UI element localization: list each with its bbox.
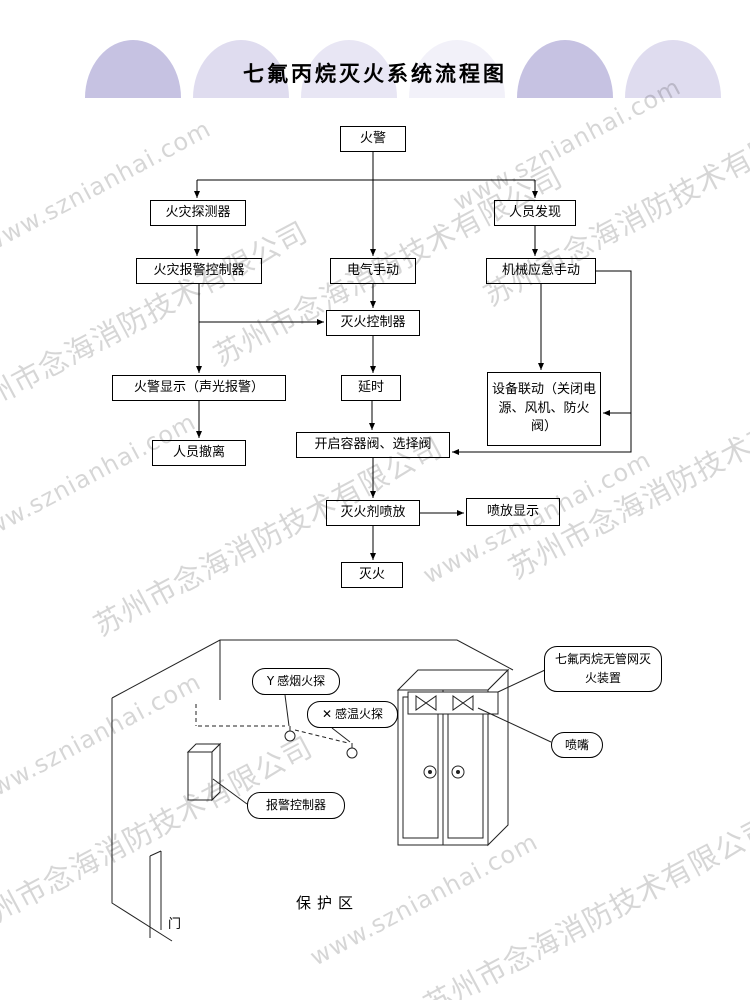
flow-box-open-valves: 开启容器阀、选择阀 bbox=[296, 432, 450, 458]
heat-detector-callout: ✕ 感温火探 bbox=[307, 701, 398, 728]
alarm-controller-callout-label: 报警控制器 bbox=[265, 798, 326, 813]
protected-area-label: 保护区 bbox=[296, 894, 360, 912]
flow-box-electrical-manual: 电气手动 bbox=[330, 258, 416, 284]
nozzle-callout: 喷嘴 bbox=[551, 732, 603, 758]
flow-box-fire-detector: 火灾探测器 bbox=[150, 200, 246, 226]
flow-box-fire-alarm-controller: 火灾报警控制器 bbox=[136, 258, 262, 284]
smoke-detector bbox=[284, 726, 296, 742]
callout-pointer-lines bbox=[212, 669, 552, 805]
heat-detector-icon: ✕ bbox=[321, 707, 333, 722]
nozzle-symbol-right bbox=[452, 695, 474, 711]
flow-box-extinguished: 灭火 bbox=[341, 562, 403, 588]
heat-detector bbox=[346, 743, 358, 759]
device-callout-label: 七氟丙烷无管网灭火装置 bbox=[554, 652, 651, 685]
flow-box-agent-discharge: 灭火剂喷放 bbox=[326, 500, 420, 526]
flow-box-discharge-display: 喷放显示 bbox=[466, 498, 560, 526]
nozzle-callout-label: 喷嘴 bbox=[564, 737, 589, 752]
flow-box-personnel-discovery: 人员发现 bbox=[494, 200, 576, 226]
flow-box-extinguishing-controller: 灭火控制器 bbox=[326, 310, 420, 336]
door-opening bbox=[149, 850, 162, 938]
smoke-detector-callout: Y 感烟火探 bbox=[252, 668, 340, 695]
cabinet-right-door bbox=[447, 696, 484, 839]
extinguisher-cabinet bbox=[396, 668, 510, 847]
flowchart-arrows bbox=[194, 152, 632, 560]
ceiling-dashed-line bbox=[195, 704, 349, 744]
flow-box-personnel-evacuation: 人员撤离 bbox=[152, 440, 246, 466]
flow-box-fire-alarm: 火警 bbox=[340, 126, 406, 152]
flow-box-fire-alarm-display: 火警显示（声光报警） bbox=[112, 375, 286, 401]
page-title: 七氟丙烷灭火系统流程图 bbox=[243, 62, 507, 86]
flow-box-mechanical-emergency-manual: 机械应急手动 bbox=[486, 258, 596, 284]
room-outline bbox=[111, 639, 514, 942]
nozzle-symbol-left bbox=[415, 695, 437, 711]
door-label: 门 bbox=[168, 917, 182, 932]
heat-detector-callout-label: 感温火探 bbox=[335, 707, 384, 722]
smoke-detector-icon: Y bbox=[266, 674, 275, 689]
flow-box-equipment-linkage: 设备联动（关闭电源、风机、防火阀） bbox=[487, 372, 601, 446]
wall-alarm-panel bbox=[186, 742, 222, 802]
smoke-detector-callout-label: 感烟火探 bbox=[277, 674, 326, 689]
alarm-controller-callout: 报警控制器 bbox=[247, 792, 345, 819]
flow-box-delay: 延时 bbox=[341, 375, 401, 401]
device-callout: 七氟丙烷无管网灭火装置 bbox=[544, 646, 662, 692]
